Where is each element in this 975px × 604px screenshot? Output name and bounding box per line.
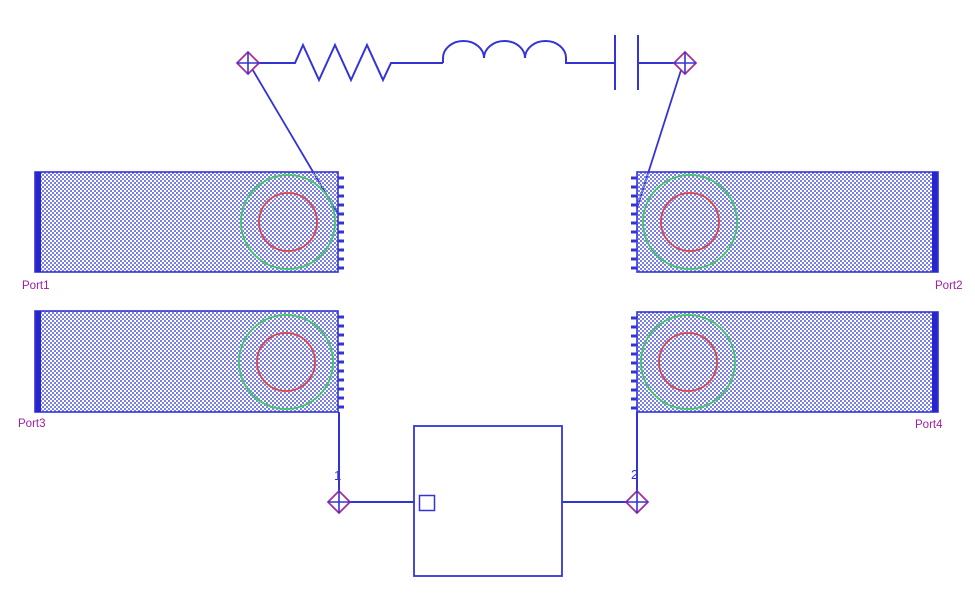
port2-label[interactable]: Port2 — [935, 280, 963, 292]
via-inner-circle — [660, 192, 720, 252]
edge-port-ticks — [631, 176, 637, 270]
capacitor-symbol[interactable] — [614, 35, 674, 90]
edge-port-ticks — [338, 315, 344, 409]
pin2-label: 2 — [631, 467, 639, 482]
via-inner-circle — [258, 192, 318, 252]
inductor-symbol[interactable] — [442, 40, 615, 64]
via-outer-circle — [238, 314, 334, 410]
subcircuit-pin1-marker — [418, 494, 436, 512]
em-structure-port4[interactable] — [631, 311, 939, 413]
resistor-symbol[interactable] — [259, 42, 443, 83]
port3-label[interactable]: Port3 — [18, 418, 46, 430]
port-symbol-pin2[interactable] — [624, 489, 650, 515]
em-structure-port3[interactable] — [34, 310, 344, 413]
via-outer-circle — [640, 314, 736, 410]
pin1-label: 1 — [334, 468, 342, 483]
port4-label[interactable]: Port4 — [915, 419, 943, 431]
subcircuit-box[interactable] — [413, 425, 563, 577]
via-inner-circle — [658, 332, 718, 392]
via-outer-circle — [240, 174, 336, 270]
em-structure-port1[interactable] — [34, 171, 344, 273]
port-symbol-top-left[interactable] — [235, 50, 261, 76]
em-structure-port2[interactable] — [631, 171, 939, 273]
via-inner-circle — [256, 332, 316, 392]
port-symbol-top-right[interactable] — [672, 50, 698, 76]
port1-label[interactable]: Port1 — [22, 280, 50, 292]
via-outer-circle — [642, 174, 738, 270]
edge-port-ticks — [631, 316, 637, 410]
edge-port-ticks — [338, 176, 344, 270]
port-symbol-pin1[interactable] — [326, 489, 352, 515]
